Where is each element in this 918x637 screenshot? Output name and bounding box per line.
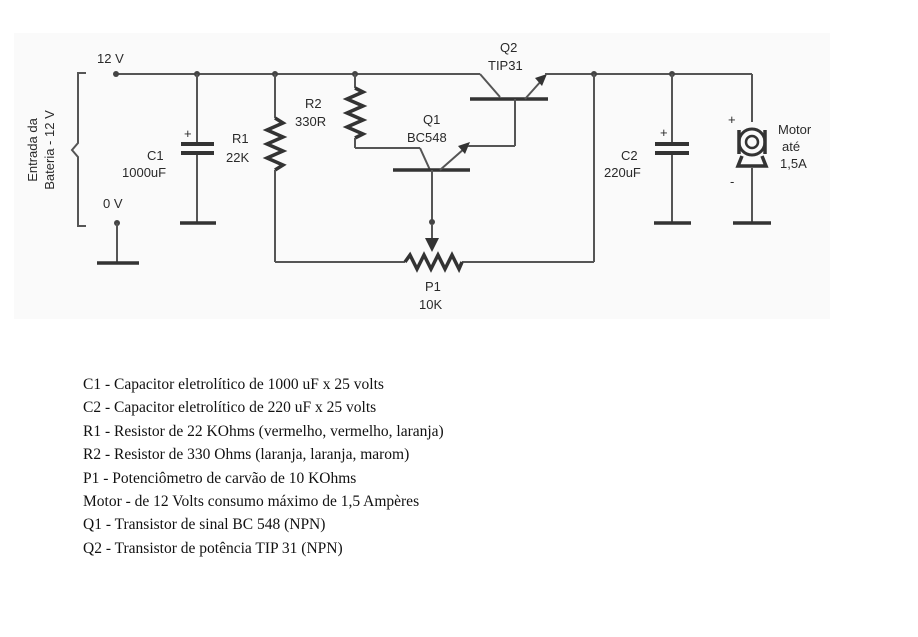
c1-ref: C1 <box>147 148 164 163</box>
r1-value: 22K <box>226 150 249 165</box>
capacitor-c1: + C1 1000uF <box>122 74 216 225</box>
legend-item-c2: C2 - Capacitor eletrolítico de 220 uF x … <box>83 399 377 417</box>
c2-value: 220uF <box>604 165 641 180</box>
legend-item-r1: R1 - Resistor de 22 KOhms (vermelho, ver… <box>83 422 444 440</box>
schematic-background <box>14 33 830 319</box>
input-label-line2: Bateria - 12 V <box>42 110 57 190</box>
q2-ref: Q2 <box>500 40 517 55</box>
motor-minus: - <box>730 174 734 189</box>
p1-value: 10K <box>419 297 442 312</box>
legend-item-q1: Q1 - Transistor de sinal BC 548 (NPN) <box>83 516 326 534</box>
r1-ref: R1 <box>232 131 249 146</box>
transistor-q1: Q1 BC548 <box>393 112 515 252</box>
q2-value: TIP31 <box>488 58 523 73</box>
rail-node <box>113 71 119 77</box>
resistor-r2: R2 330R <box>295 74 431 171</box>
c2-ref: C2 <box>621 148 638 163</box>
r2-value: 330R <box>295 114 326 129</box>
motor-label-line3: 1,5A <box>780 156 807 171</box>
component-legend: C1 - Capacitor eletrolítico de 1000 uF x… <box>83 373 723 560</box>
legend-item-q2: Q2 - Transistor de potência TIP 31 (NPN) <box>83 539 343 557</box>
resistor-r1: R1 22K <box>226 74 288 262</box>
legend-item-c1: C1 - Capacitor eletrolítico de 1000 uF x… <box>83 376 384 393</box>
supply-label: 12 V <box>97 51 124 66</box>
motor: + - Motor até 1,5A <box>728 74 812 225</box>
legend-item-p1: P1 - Potenciômetro de carvão de 10 KOhms <box>83 469 357 487</box>
legend-item-r2: R2 - Resistor de 330 Ohms (laranja, lara… <box>83 446 410 464</box>
capacitor-c2: + C2 220uF <box>604 74 691 225</box>
input-bracket <box>70 72 86 227</box>
legend-item-motor: Motor - de 12 Volts consumo máximo de 1,… <box>83 493 420 511</box>
motor-label-line1: Motor <box>778 122 812 137</box>
motor-plus: + <box>728 112 736 127</box>
c1-polarity: + <box>184 126 192 141</box>
transistor-q2: Q2 TIP31 <box>470 40 552 146</box>
p1-ref: P1 <box>425 279 441 294</box>
circuit-schematic: Entrada da Bateria - 12 V 12 V 0 V + C1 … <box>14 33 830 319</box>
input-label-line1: Entrada da <box>25 117 40 181</box>
c2-polarity: + <box>660 125 668 140</box>
q1-ref: Q1 <box>423 112 440 127</box>
potentiometer-p1: P1 10K <box>403 251 464 312</box>
q1-value: BC548 <box>407 130 447 145</box>
c1-value: 1000uF <box>122 165 166 180</box>
motor-label-line2: até <box>782 139 800 154</box>
r2-ref: R2 <box>305 96 322 111</box>
ground-label: 0 V <box>103 196 123 211</box>
